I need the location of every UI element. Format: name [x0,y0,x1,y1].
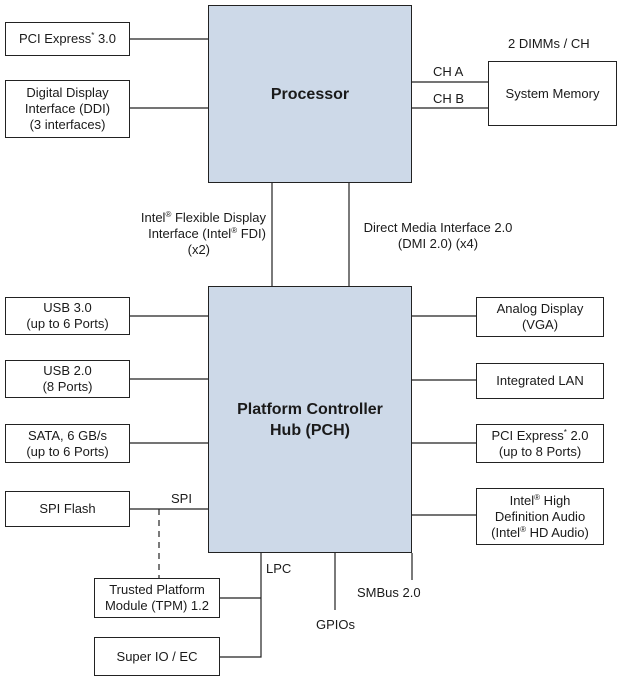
lan-box: Integrated LAN [476,363,604,399]
processor-block: Processor [208,5,412,183]
pch-label-line2: Hub (PCH) [270,421,350,439]
dimms-label: 2 DIMMs / CH [508,36,590,51]
pcie2-line2: (up to 8 Ports) [498,443,582,459]
pcie2-line1: PCI Express* 2.0 [491,427,589,443]
ddi-line2: Interface (DDI) [24,101,111,116]
usb3-line1: USB 3.0 [43,300,92,315]
ddi-box: Digital Display Interface (DDI) (3 inter… [5,80,130,138]
usb3-line2: (up to 6 Ports) [26,316,109,331]
usb2-box: USB 2.0 (8 Ports) [5,360,130,398]
pcie2-box: PCI Express* 2.0 (up to 8 Ports) [476,424,604,463]
system-memory-box: System Memory [488,61,617,126]
ddi-line3: (3 interfaces) [29,117,106,132]
vga-line1: Analog Display [496,301,584,316]
superio-box: Super IO / EC [94,637,220,676]
lan-label: Integrated LAN [496,373,584,388]
ch-a-label: CH A [433,64,464,79]
ch-b-label: CH B [433,91,465,106]
lpc-label: LPC [266,561,292,576]
spi-flash-label: SPI Flash [39,501,96,516]
tpm-line1: Trusted Platform [109,582,205,597]
tpm-line2: Module (TPM) 1.2 [104,598,210,613]
ddi-line1: Digital Display [26,85,109,100]
usb2-line2: (8 Ports) [42,379,93,394]
sata-line2: (up to 6 Ports) [26,443,109,459]
sata-line1: SATA, 6 GB/s [28,427,107,443]
fdi-label: Intel® Flexible Display Interface (Intel… [140,210,266,257]
hda-box: Intel® High Definition Audio (Intel® HD … [476,488,604,545]
hda-line2: Definition Audio [494,508,586,524]
hda-line1: Intel® High [509,492,571,508]
superio-label: Super IO / EC [116,648,198,664]
link-lpc [220,553,262,658]
hda-line3: (Intel® HD Audio) [491,524,589,540]
system-memory-label: System Memory [505,85,600,101]
pcie3-label: PCI Express* 3.0 [18,31,117,46]
processor-label: Processor [270,85,350,103]
spi-label: SPI [171,491,192,506]
pch-block: Platform Controller Hub (PCH) [208,286,412,553]
pcie3-box: PCI Express* 3.0 [5,22,130,56]
vga-box: Analog Display (VGA) [476,297,604,337]
sata-box: SATA, 6 GB/s (up to 6 Ports) [5,424,130,463]
usb2-line1: USB 2.0 [43,363,92,378]
tpm-box: Trusted Platform Module (TPM) 1.2 [94,578,220,618]
spi-flash-box: SPI Flash [5,491,130,527]
dmi-label: Direct Media Interface 2.0 (DMI 2.0) (x4… [363,220,513,251]
gpios-label: GPIOs [316,617,356,632]
pch-label-line1: Platform Controller [237,400,383,418]
usb3-box: USB 3.0 (up to 6 Ports) [5,297,130,335]
vga-line2: (VGA) [521,317,559,332]
smbus-label: SMBus 2.0 [357,585,421,600]
